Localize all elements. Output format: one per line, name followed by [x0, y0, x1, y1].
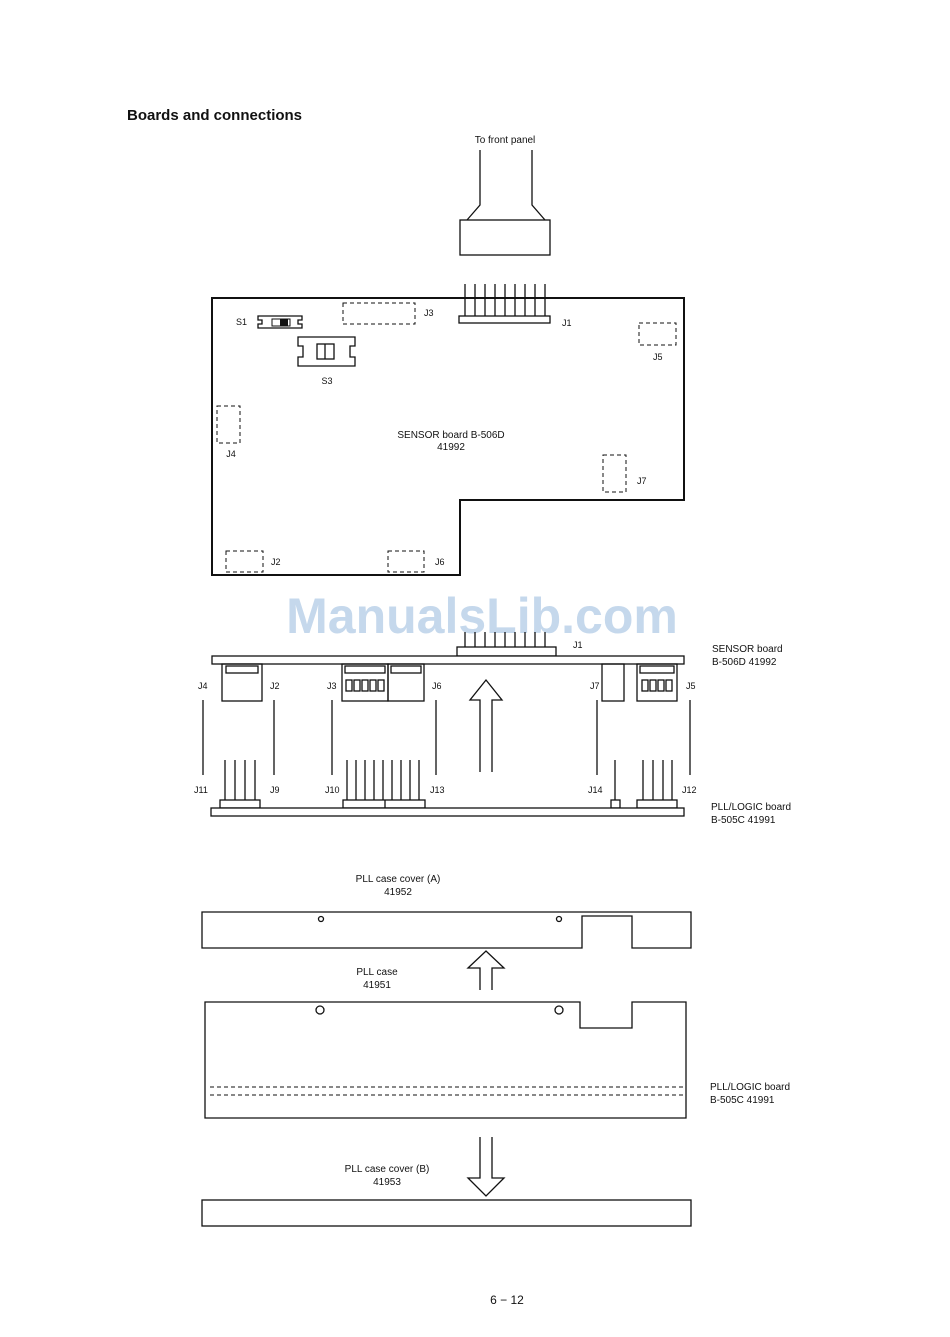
cover-a-part: 41952 [384, 887, 412, 898]
side-j13-label: J13 [430, 785, 445, 795]
side-pll-board-part: B-505C 41991 [711, 815, 776, 826]
side-j6-label: J6 [432, 681, 442, 691]
j3-label: J3 [424, 308, 434, 318]
j7-label: J7 [637, 476, 647, 486]
side-view: J1 SENSOR board B-506D 41992 J4 J2 J3 J6… [194, 632, 791, 826]
side-j7-housing [601, 663, 625, 702]
top-view: To front panel S1 J3 J1 [211, 135, 685, 576]
side-sensor-board [211, 655, 685, 665]
case-pll-board-label: PLL/LOGIC board [710, 1082, 790, 1093]
s3-label: S3 [321, 376, 332, 386]
side-j5-housing [636, 663, 678, 702]
side-j10-j13-pins [342, 760, 426, 809]
side-pll-board-label: PLL/LOGIC board [711, 802, 791, 813]
j2-label: J2 [271, 557, 281, 567]
side-j6-housing [387, 663, 425, 702]
j6-connector-outline [387, 550, 425, 573]
j5-connector-outline [638, 322, 677, 346]
page-heading: Boards and connections [127, 107, 302, 124]
side-pll-board [210, 807, 685, 817]
side-j9-label: J9 [270, 785, 280, 795]
j3-connector-outline [342, 302, 416, 325]
cover-a-up-arrow [466, 950, 506, 990]
side-sensor-board-part: B-506D 41992 [712, 657, 777, 668]
page-number: 6 − 12 [490, 1293, 524, 1307]
s1-label: S1 [236, 317, 247, 327]
s1-switch [257, 315, 303, 329]
j4-label: J4 [226, 449, 236, 459]
side-j3-label: J3 [327, 681, 337, 691]
j1-header-pins [458, 284, 551, 324]
case-assembly: PLL case cover (A) 41952 PLL case 41951 … [201, 874, 790, 1227]
cable-wire-right [531, 150, 546, 221]
side-j4-j2-housing [221, 663, 263, 702]
side-j12-pins [636, 760, 678, 809]
s3-switch [297, 336, 356, 367]
side-j11-label: J11 [194, 785, 208, 795]
side-j7-label: J7 [590, 681, 600, 691]
side-j14-label: J14 [588, 785, 603, 795]
j1-label: J1 [562, 318, 572, 328]
side-j12-label: J12 [682, 785, 697, 795]
side-j3-housing [341, 663, 389, 702]
side-j2-label: J2 [270, 681, 280, 691]
case-pll-board-part: B-505C 41991 [710, 1095, 775, 1106]
side-assembly-arrow [468, 678, 504, 772]
cover-b-down-arrow [466, 1137, 506, 1197]
cover-b-label: PLL case cover (B) [345, 1164, 430, 1175]
j5-label: J5 [653, 352, 663, 362]
side-j14-pin [610, 760, 621, 809]
front-panel-cable-label: To front panel [475, 135, 536, 146]
side-sensor-board-label: SENSOR board [712, 644, 783, 655]
j7-connector-outline [602, 454, 627, 493]
side-j5-label: J5 [686, 681, 696, 691]
sensor-board-part: 41992 [437, 442, 465, 453]
pll-case-cover-b [201, 1199, 692, 1227]
cable-connector-plug [459, 219, 551, 256]
side-j11-j9-pins [219, 760, 261, 809]
cover-a-label: PLL case cover (A) [356, 874, 441, 885]
pll-case-part: 41951 [363, 980, 391, 991]
pll-case [204, 1001, 687, 1119]
pll-case-cover-a [201, 911, 692, 949]
sensor-board-outline [211, 297, 685, 576]
cover-b-part: 41953 [373, 1177, 401, 1188]
j4-connector-outline [216, 405, 241, 444]
side-j10-label: J10 [325, 785, 340, 795]
pll-case-label: PLL case [356, 967, 398, 978]
side-j1-label: J1 [573, 640, 583, 650]
side-j4-label: J4 [198, 681, 208, 691]
j6-label: J6 [435, 557, 445, 567]
cable-wire-left [466, 150, 481, 221]
sensor-board-name: SENSOR board B-506D [397, 430, 504, 441]
j2-connector-outline [225, 550, 264, 573]
watermark: ManualsLib.com [286, 588, 678, 644]
